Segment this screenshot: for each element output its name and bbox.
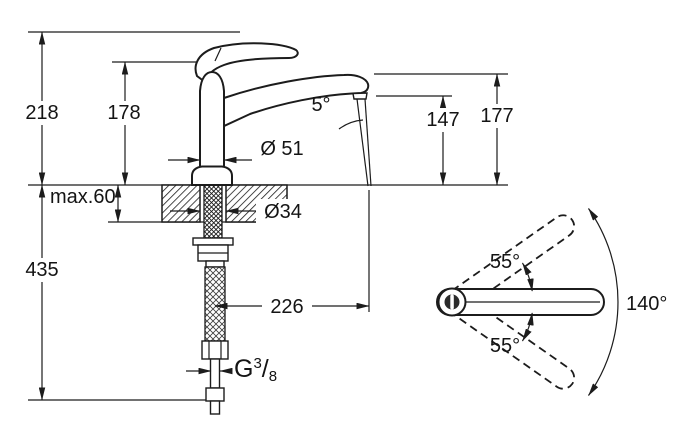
counter-hatch-left xyxy=(161,184,201,223)
threaded-shank xyxy=(203,184,223,239)
swivel-total-label: 140° xyxy=(626,293,667,315)
dim-label-spout-angle: 5° xyxy=(311,94,330,116)
lever-position-upper-dashed xyxy=(446,214,576,312)
swivel-lower-arc xyxy=(521,312,534,342)
lever-position-lower-dashed xyxy=(446,292,576,390)
spout-outline xyxy=(223,73,370,128)
dim-label-max-thickness: max.60 xyxy=(50,186,116,208)
lever-seam xyxy=(214,47,222,62)
water-stream-right xyxy=(364,98,372,187)
dim-label-hole-diameter: Ø34 xyxy=(264,201,302,223)
dim-label-outlet-height: 147 xyxy=(426,109,459,131)
label-bg xyxy=(262,294,312,318)
dim-label-total-height: 218 xyxy=(25,102,58,124)
dim-label-body-height: 178 xyxy=(107,102,140,124)
dim-label-spout-height: 177 xyxy=(480,105,513,127)
dim-label-thread-size: G3/8 xyxy=(234,355,277,385)
lever-outline xyxy=(194,42,299,84)
thread-denominator: 8 xyxy=(269,368,277,385)
label-bg xyxy=(475,104,519,128)
mounting-washer xyxy=(192,237,234,246)
label-bg xyxy=(20,258,64,282)
dim-label-base-diameter: Ø 51 xyxy=(260,138,303,160)
supply-tube-upper xyxy=(209,358,221,389)
dim-label-spout-projection: 226 xyxy=(270,296,303,318)
braided-hose xyxy=(204,266,226,342)
dim-label-hose-length: 435 xyxy=(25,259,58,281)
aerator-outlet xyxy=(352,92,368,100)
faucet-side-view xyxy=(191,42,372,187)
lever-cap-slot xyxy=(450,294,454,310)
swivel-total-arc xyxy=(588,208,619,396)
label-bg xyxy=(102,101,146,125)
base-flange xyxy=(191,165,233,186)
swivel-upper-label: 55° xyxy=(490,251,520,273)
spout-angle-arc xyxy=(338,119,364,130)
label-bg xyxy=(256,199,310,223)
water-stream-left xyxy=(356,98,369,187)
swivel-lower-label: 55° xyxy=(490,335,520,357)
label-bg xyxy=(421,108,465,132)
faucet-body xyxy=(199,70,225,168)
thread-prefix: G xyxy=(234,355,253,383)
thread-numerator: 3 xyxy=(253,355,261,372)
swivel-upper-arc xyxy=(521,262,534,292)
swivel-top-view: 55° 55° 140° xyxy=(436,208,667,396)
supply-tube-connector xyxy=(205,387,225,402)
hose-adapter xyxy=(205,260,225,268)
label-bg xyxy=(20,101,64,125)
thread-slash: / xyxy=(262,355,269,383)
hose-fitting xyxy=(201,340,229,360)
supply-tube-lower xyxy=(209,400,221,415)
dimension-labels: 218 178 max.60 435 Ø 51 Ø34 5° 147 177 2… xyxy=(20,94,519,385)
mounting-assembly xyxy=(161,184,288,415)
